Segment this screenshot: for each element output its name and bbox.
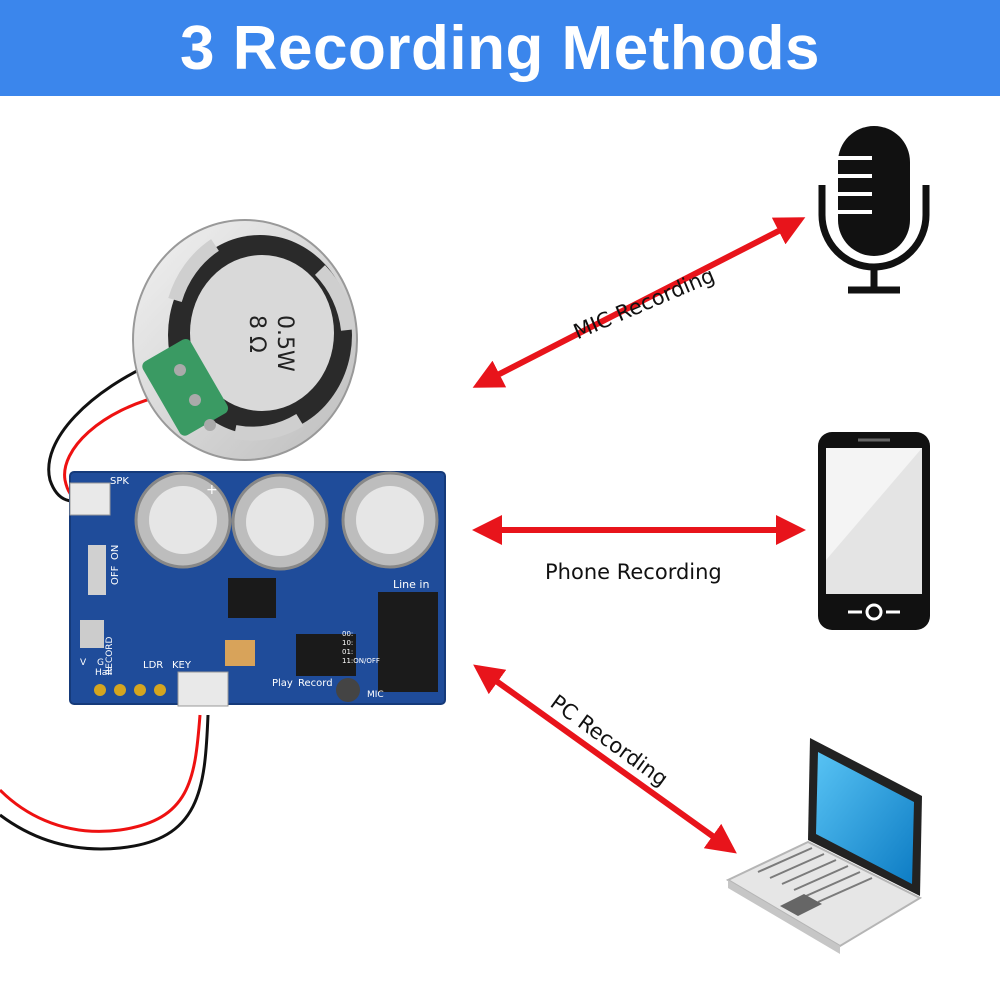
g-label: G: [97, 658, 104, 668]
speaker-rating-label: 0.5W: [272, 315, 297, 372]
sound-module-board: SPK + ON OFF RECORD Line in Play Record …: [69, 471, 446, 707]
output-wires: [0, 714, 210, 851]
spk-label: SPK: [110, 476, 129, 487]
ldr-label: LDR: [143, 660, 163, 671]
off-label: OFF: [110, 565, 121, 585]
plus-label: +: [206, 482, 218, 498]
mode-11-label: 11:ON/OFF: [342, 657, 380, 665]
smartphone-icon: [818, 432, 930, 630]
on-label: ON: [110, 545, 121, 560]
mode-01-label: 01:: [342, 648, 353, 656]
mode-00-label: 00:: [342, 630, 353, 638]
hall-label: Hall: [95, 668, 112, 678]
title-banner: 3 Recording Methods: [0, 0, 1000, 96]
mic-arrow: [472, 217, 806, 388]
speaker: 0.5W 8 Ω: [132, 219, 358, 461]
line-in-label: Line in: [393, 578, 429, 591]
key-label: KEY: [172, 660, 192, 671]
phone-recording-label: Phone Recording: [545, 560, 722, 584]
record-side-label: RECORD: [105, 636, 115, 675]
record-label: Record: [298, 678, 333, 689]
pc-arrow: [473, 664, 737, 854]
mic-label: MIC: [367, 690, 384, 700]
microphone-icon: [818, 126, 930, 294]
speaker-impedance-label: 8 Ω: [244, 315, 269, 353]
v-label: V: [80, 658, 87, 668]
mode-10-label: 10:: [342, 639, 353, 647]
laptop-icon: [725, 738, 923, 954]
play-label: Play: [272, 678, 293, 689]
page-title: 3 Recording Methods: [180, 13, 820, 83]
coin-battery-holders: [134, 471, 439, 571]
